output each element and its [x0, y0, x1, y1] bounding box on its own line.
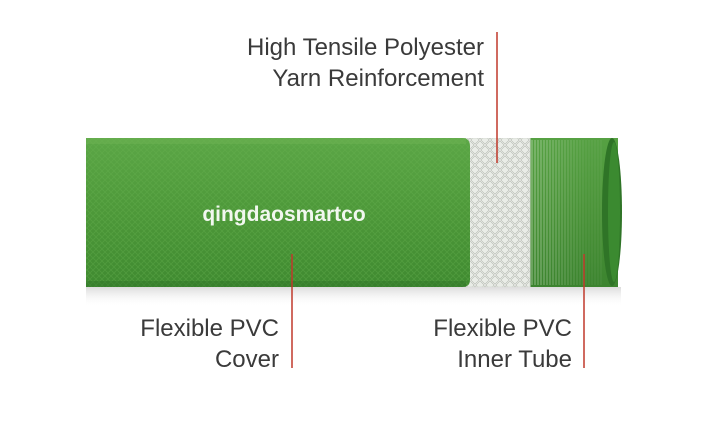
label-yarn-line2: Yarn Reinforcement [272, 65, 484, 92]
label-inner-line2: Inner Tube [457, 346, 572, 373]
label-pvc-inner-tube: Flexible PVC Inner Tube [433, 313, 572, 375]
pvc-cover [86, 138, 470, 287]
inner-tube [520, 138, 622, 287]
label-inner-line1: Flexible PVC [433, 315, 572, 342]
label-yarn-line1: High Tensile Polyester [246, 34, 484, 61]
yarn-reinforcement [462, 138, 531, 287]
label-pvc-cover: Flexible PVC Cover [140, 313, 279, 375]
label-cover-line2: Cover [214, 346, 279, 373]
label-cover-line1: Flexible PVC [140, 315, 279, 342]
inner-tube-stripes [531, 140, 602, 285]
label-yarn-reinforcement: High Tensile Polyester Yarn Reinforcemen… [247, 32, 484, 94]
hose-shadow [86, 287, 621, 307]
watermark-text: qingdaosmartco [202, 203, 365, 226]
